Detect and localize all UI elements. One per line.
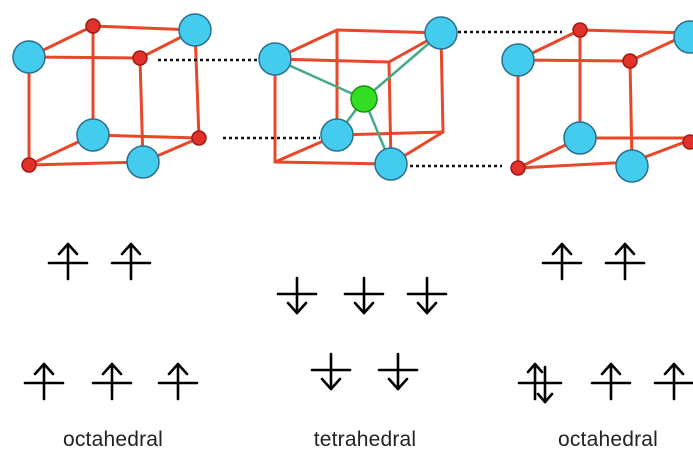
large-atom (258, 42, 292, 76)
octahedral-label-left: octahedral (62, 428, 164, 451)
tetrahedral-spins (276, 276, 448, 391)
right-octahedral-cube (501, 20, 693, 183)
octahedral-label-right: octahedral (557, 428, 659, 451)
large-atom (424, 16, 458, 50)
large-atom (320, 118, 354, 152)
large-atom (374, 147, 408, 181)
spin-down-arrow (310, 352, 352, 391)
small-atom (21, 157, 37, 173)
large-atom (501, 43, 535, 77)
right-octahedral-spins (517, 242, 693, 404)
spin-down-arrow (276, 276, 318, 315)
small-atom (510, 160, 526, 176)
tetrahedral-label: tetrahedral (313, 428, 417, 451)
spin-down-arrow (343, 276, 385, 315)
small-atom (132, 50, 148, 66)
spin-up-arrow (604, 242, 646, 281)
large-atom (563, 121, 597, 155)
spin-up-arrow (110, 242, 152, 281)
left-cube-atoms (12, 13, 212, 179)
large-atom (673, 20, 693, 54)
large-atom (615, 149, 649, 183)
left-cube-edges (27, 24, 201, 167)
right-cube-atoms (501, 20, 693, 183)
small-atom (191, 130, 207, 146)
spin-up-arrow (590, 362, 632, 401)
spin-up-arrow (47, 242, 89, 281)
large-atom (126, 145, 160, 179)
spin-down-arrow (377, 352, 419, 391)
left-octahedral-cube (12, 13, 212, 179)
spin-up-arrow (91, 362, 133, 401)
center-atom (350, 85, 378, 113)
small-atom (682, 134, 693, 150)
left-octahedral-spins (23, 242, 199, 401)
small-atom (622, 53, 638, 69)
right-cube-edges (516, 28, 692, 170)
middle-tetrahedral-cube (258, 16, 458, 181)
spin-up-arrow (541, 242, 583, 281)
spin-paired-arrow (517, 362, 563, 404)
spin-down-arrow (406, 276, 448, 315)
spin-up-arrow (23, 362, 65, 401)
dotted-connectors (158, 30, 562, 168)
large-atom (178, 13, 212, 47)
large-atom (76, 118, 110, 152)
small-atom (85, 18, 101, 34)
spin-up-arrow (157, 362, 199, 401)
middle-cube-atoms (258, 16, 458, 181)
spin-up-arrow (653, 362, 693, 401)
large-atom (12, 40, 46, 74)
small-atom (572, 22, 588, 38)
